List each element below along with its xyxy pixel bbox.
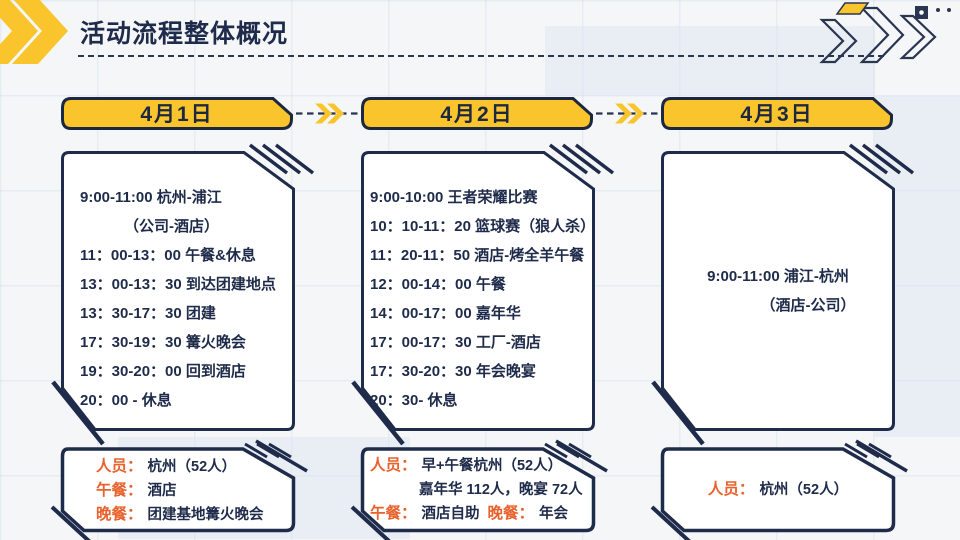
summary-value: 杭州（52人） <box>759 482 849 498</box>
schedule-box-border <box>351 143 615 446</box>
summary-list: 人员：早+午餐杭州（52人） 嘉年华 112人，晚宴 72人 午餐：酒店自助晚餐… <box>360 447 596 533</box>
summary-label: 人员： <box>707 481 755 498</box>
summary-row: 人员：杭州（52人） <box>96 455 296 479</box>
summary-value: 团建基地篝火晚会 <box>147 507 264 523</box>
summary-label: 人员： <box>96 458 143 475</box>
schedule-item: 9:00-11:00 浦江-杭州 <box>707 268 849 285</box>
summary-row: 午餐：酒店 <box>96 479 296 503</box>
date-header-shape <box>61 97 293 130</box>
schedule-item: （公司-酒店） <box>124 218 219 235</box>
summary-value: 酒店 <box>147 483 177 499</box>
schedule-item: （酒店-公司） <box>760 297 856 314</box>
schedule-box: 9:00-10:00 王者荣耀比赛 10：10-11：20 篮球赛（狼人杀） 1… <box>351 143 615 446</box>
date-header: 4月2日 <box>360 96 594 131</box>
title-underline <box>78 55 884 57</box>
schedule-item: 14：00-17：00 嘉年华 <box>370 305 521 322</box>
schedule-item: 19：30-20：00 回到酒店 <box>80 363 246 380</box>
schedule-item: 9:00-10:00 王者荣耀比赛 <box>370 189 538 206</box>
summary-label: 午餐： <box>96 482 143 499</box>
date-header-shape <box>361 97 593 130</box>
summary-value: 早+午餐杭州（52人） <box>421 458 563 474</box>
schedule-list: 9:00-11:00 杭州-浦江 （公司-酒店） 11：00-13：00 午餐&… <box>60 150 296 432</box>
schedule-box-border <box>651 143 915 446</box>
corner-chevrons-icon <box>819 2 951 64</box>
schedule-item: 11：20-11：50 酒店-烤全羊午餐 <box>370 247 585 264</box>
schedule-list: 9:00-11:00 浦江-杭州 （酒店-公司） <box>660 150 896 432</box>
summary-label: 晚餐： <box>96 506 143 523</box>
connector-arrow-icon <box>596 103 660 124</box>
date-header: 4月1日 <box>60 96 294 131</box>
date-label: 4月3日 <box>740 102 814 126</box>
summary-box: 人员：杭州（52人） 午餐：酒店 晚餐：团建基地篝火晚会 <box>50 439 308 540</box>
summary-value: 嘉年华 112人，晚宴 72人 <box>419 482 583 498</box>
schedule-box: 9:00-11:00 杭州-浦江 （公司-酒店） 11：00-13：00 午餐&… <box>51 143 315 446</box>
summary-row: 人员：早+午餐杭州（52人） <box>370 454 596 478</box>
summary-value: 年会 <box>539 506 569 522</box>
date-header-shape <box>661 97 893 130</box>
summary-row: 午餐：酒店自助晚餐：年会 <box>370 502 596 526</box>
title-double-chevron-icon <box>0 0 68 64</box>
summary-box-border <box>50 439 308 540</box>
schedule-box: 9:00-11:00 浦江-杭州 （酒店-公司） <box>651 143 915 446</box>
summary-value: 杭州（52人） <box>147 459 237 475</box>
schedule-list: 9:00-10:00 王者荣耀比赛 10：10-11：20 篮球赛（狼人杀） 1… <box>360 150 596 432</box>
schedule-box-border <box>51 143 315 446</box>
schedule-item: 13：00-13：30 到达团建地点 <box>80 276 276 293</box>
summary-box: 人员：杭州（52人） <box>650 439 908 540</box>
schedule-item: 17：30-20：30 年会晚宴 <box>370 363 536 380</box>
summary-row: 人员：杭州（52人） <box>708 478 848 502</box>
day-column-april-1: 4月1日 9:00-11:00 杭州-浦江 （公司-酒店） 11：00-13：0… <box>50 0 315 540</box>
summary-value: 酒店自助 <box>421 506 480 522</box>
schedule-item: 11：00-13：00 午餐&休息 <box>80 247 256 264</box>
date-label: 4月1日 <box>140 102 214 126</box>
day-column-april-2: 4月2日 9:00-10:00 王者荣耀比赛 10：10-11：20 篮球赛（狼… <box>350 0 615 540</box>
summary-label: 午餐： <box>370 505 417 522</box>
schedule-item: 20：00 - 休息 <box>80 392 172 409</box>
date-header: 4月3日 <box>660 96 894 131</box>
summary-box-border <box>650 439 908 540</box>
background-tile <box>545 26 875 96</box>
summary-row: 晚餐：团建基地篝火晚会 <box>96 503 296 527</box>
schedule-item: 20：30- 休息 <box>370 392 458 409</box>
yellow-parallelogram-icon <box>835 2 870 15</box>
summary-label: 人员： <box>370 457 417 474</box>
schedule-item: 9:00-11:00 杭州-浦江 <box>80 189 222 206</box>
schedule-item: 17：30-19：30 篝火晚会 <box>80 334 246 351</box>
summary-row: 嘉年华 112人，晚宴 72人 <box>370 478 596 502</box>
date-label: 4月2日 <box>440 102 514 126</box>
connector-arrow-icon <box>296 103 360 124</box>
summary-label: 晚餐： <box>487 505 535 522</box>
page-title: 活动流程整体概况 <box>80 20 289 48</box>
schedule-item: 17：00-17：30 工厂-酒店 <box>370 334 541 351</box>
summary-box: 人员：早+午餐杭州（52人） 嘉年华 112人，晚宴 72人 午餐：酒店自助晚餐… <box>350 439 608 540</box>
summary-box-border <box>350 439 608 540</box>
schedule-item: 13：30-17：30 团建 <box>80 305 216 322</box>
schedule-item: 12：00-14：00 午餐 <box>370 276 506 293</box>
day-column-april-3: 4月3日 9:00-11:00 浦江-杭州 （酒店-公司） <box>650 0 915 540</box>
summary-list: 人员：杭州（52人） <box>660 447 896 533</box>
schedule-item: 10：10-11：20 篮球赛（狼人杀） <box>370 218 596 235</box>
summary-list: 人员：杭州（52人） 午餐：酒店 晚餐：团建基地篝火晚会 <box>60 447 296 533</box>
